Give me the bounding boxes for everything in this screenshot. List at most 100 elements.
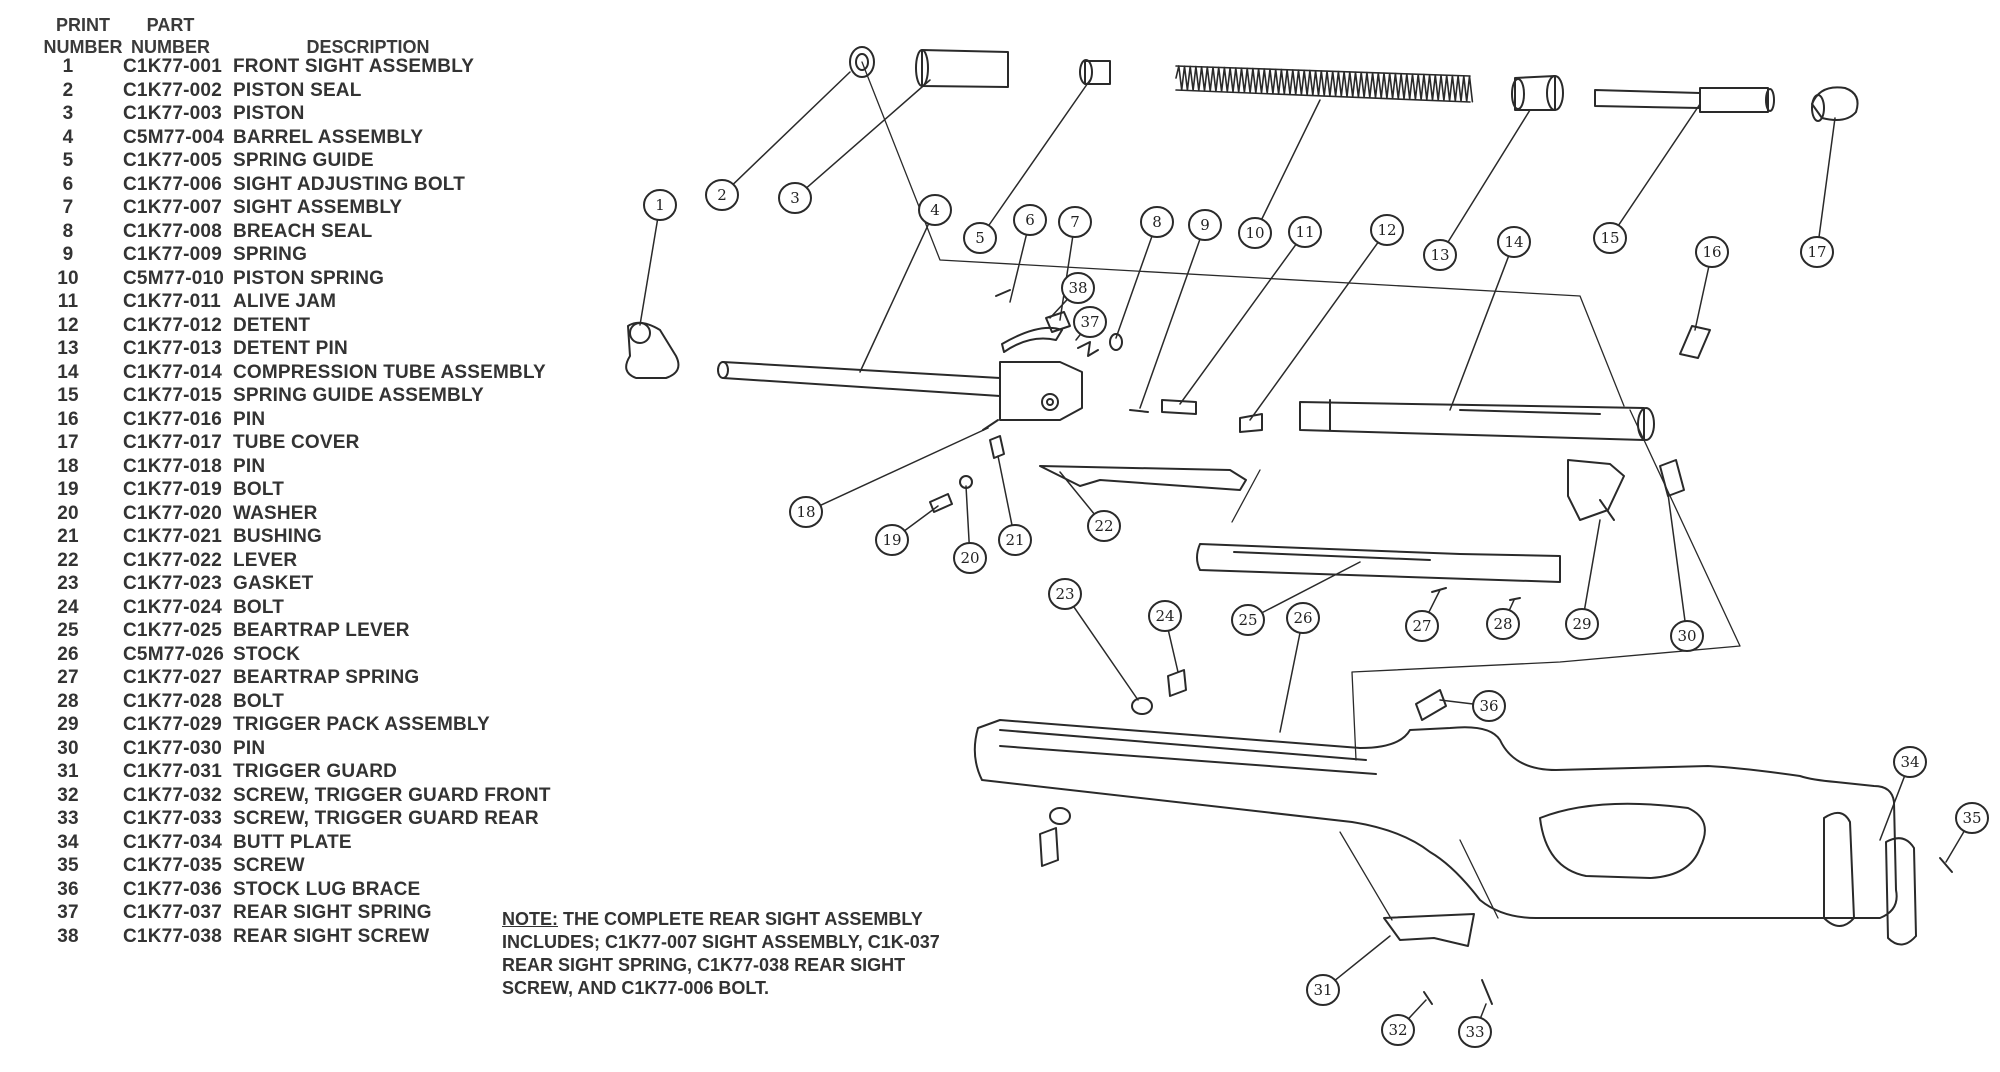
callout-leader-38 xyxy=(1049,298,1068,319)
callout-leader-10 xyxy=(1261,99,1321,220)
part-number-cell: C1K77-024 xyxy=(123,596,222,618)
description-cell: PISTON xyxy=(233,103,305,124)
callout-30: 30 xyxy=(1670,620,1704,652)
callout-leader-20 xyxy=(965,485,970,543)
callout-label-24: 24 xyxy=(1155,607,1174,625)
part-number-cell: C1K77-001 xyxy=(123,56,222,77)
part-number-cell: C5M77-026 xyxy=(123,643,225,665)
part-number-header-line2: NUMBER xyxy=(131,37,210,57)
description-cell: REAR SIGHT SCREW xyxy=(233,925,430,947)
callout-label-11: 11 xyxy=(1295,223,1314,241)
callout-20: 20 xyxy=(953,542,987,574)
print-number-cell: 5 xyxy=(62,150,74,171)
description-cell: SPRING GUIDE ASSEMBLY xyxy=(233,385,484,406)
callout-leader-lines xyxy=(639,71,1965,1020)
callout-label-36: 36 xyxy=(1479,697,1498,715)
description-cell: WASHER xyxy=(233,502,318,524)
callout-37: 37 xyxy=(1073,306,1107,338)
print-number-cell: 32 xyxy=(57,784,79,806)
callout-label-35: 35 xyxy=(1962,809,1981,827)
callout-13: 13 xyxy=(1423,239,1457,271)
print-number-cell: 21 xyxy=(57,526,79,547)
stock-part xyxy=(973,719,1898,919)
description-cell: DETENT PIN xyxy=(233,338,348,359)
screw-35-part xyxy=(1939,857,1953,873)
callout-38: 38 xyxy=(1061,272,1095,304)
callout-label-16: 16 xyxy=(1702,243,1721,261)
callout-leader-1 xyxy=(639,220,659,326)
callout-1: 1 xyxy=(643,189,677,221)
description-cell: TUBE COVER xyxy=(233,432,360,453)
print-number-cell: 20 xyxy=(57,502,79,524)
detent-part xyxy=(1239,413,1263,433)
print-number-cell: 19 xyxy=(57,479,79,500)
callout-label-9: 9 xyxy=(1200,216,1210,234)
callout-label-34: 34 xyxy=(1900,753,1919,771)
callout-leader-25 xyxy=(1261,561,1361,614)
callout-label-21: 21 xyxy=(1005,531,1024,549)
screw-32-part xyxy=(1423,991,1433,1005)
print-number-cell: 13 xyxy=(57,338,79,359)
callout-3: 3 xyxy=(778,182,812,214)
callout-label-2: 2 xyxy=(717,186,727,204)
print-number-cell: 28 xyxy=(57,690,79,712)
part-number-cell: C1K77-025 xyxy=(123,620,222,641)
callout-leader-6 xyxy=(1009,234,1027,303)
callout-36: 36 xyxy=(1472,690,1506,722)
callout-leader-23 xyxy=(1073,606,1139,701)
callout-leader-24 xyxy=(1167,630,1179,673)
print-number-cell: 23 xyxy=(57,573,79,594)
print-number-cell: 34 xyxy=(57,831,79,853)
callout-25: 25 xyxy=(1231,604,1265,636)
callout-12: 12 xyxy=(1370,214,1404,246)
print-number-cell: 26 xyxy=(57,643,79,665)
print-number-cell: 18 xyxy=(57,455,79,477)
part-number-header: PART NUMBER xyxy=(118,14,223,58)
part-number-cell: C1K77-037 xyxy=(123,902,222,923)
callout-label-22: 22 xyxy=(1094,517,1113,535)
description-cell: SCREW, TRIGGER GUARD REAR xyxy=(233,808,539,829)
print-number-header: PRINT NUMBER xyxy=(38,14,128,58)
part-number-cell: C1K77-036 xyxy=(123,878,222,900)
description-cell: TRIGGER GUARD xyxy=(233,761,398,782)
print-number-cell: 14 xyxy=(57,361,79,383)
callout-34: 34 xyxy=(1893,746,1927,778)
print-number-header-line2: NUMBER xyxy=(43,37,123,57)
callout-leader-5 xyxy=(988,79,1091,226)
callout-10: 10 xyxy=(1238,217,1272,249)
print-number-cell: 16 xyxy=(57,408,79,430)
barrel-assembly-part xyxy=(717,361,1083,421)
pin-16-part xyxy=(1679,325,1711,359)
description-cell: SIGHT ASSEMBLY xyxy=(233,197,403,218)
description-cell: SCREW, TRIGGER GUARD FRONT xyxy=(233,784,551,806)
part-number-cell: C1K77-035 xyxy=(123,855,222,876)
callout-label-12: 12 xyxy=(1377,221,1396,239)
callout-28: 28 xyxy=(1486,608,1520,640)
spring-guide-part xyxy=(1079,59,1111,85)
callout-label-32: 32 xyxy=(1388,1021,1407,1039)
callout-leader-3 xyxy=(806,79,931,189)
callout-2: 2 xyxy=(705,179,739,211)
description-cell: FRONT SIGHT ASSEMBLY xyxy=(233,56,475,77)
alive-jam-part xyxy=(1161,399,1197,415)
callout-leader-14 xyxy=(1449,256,1510,411)
part-number-cell: C1K77-016 xyxy=(123,408,222,430)
callout-label-13: 13 xyxy=(1430,246,1449,264)
callout-29: 29 xyxy=(1565,608,1599,640)
callout-27: 27 xyxy=(1405,610,1439,642)
callout-8: 8 xyxy=(1140,206,1174,238)
description-cell: BARREL ASSEMBLY xyxy=(233,126,424,148)
part-number-cell: C1K77-020 xyxy=(123,502,222,524)
part-number-cell: C1K77-032 xyxy=(123,784,222,806)
callout-label-27: 27 xyxy=(1412,617,1431,635)
piston-spring-part xyxy=(1175,65,1474,103)
piston-seal-part xyxy=(849,46,875,78)
part-number-cell: C5M77-004 xyxy=(123,126,225,148)
callout-22: 22 xyxy=(1087,510,1121,542)
callout-label-25: 25 xyxy=(1238,611,1257,629)
bolt-28-part xyxy=(1509,597,1521,601)
description-cell: TRIGGER PACK ASSEMBLY xyxy=(233,714,490,735)
part-number-cell: C1K77-033 xyxy=(123,808,222,829)
callout-label-37: 37 xyxy=(1080,313,1099,331)
